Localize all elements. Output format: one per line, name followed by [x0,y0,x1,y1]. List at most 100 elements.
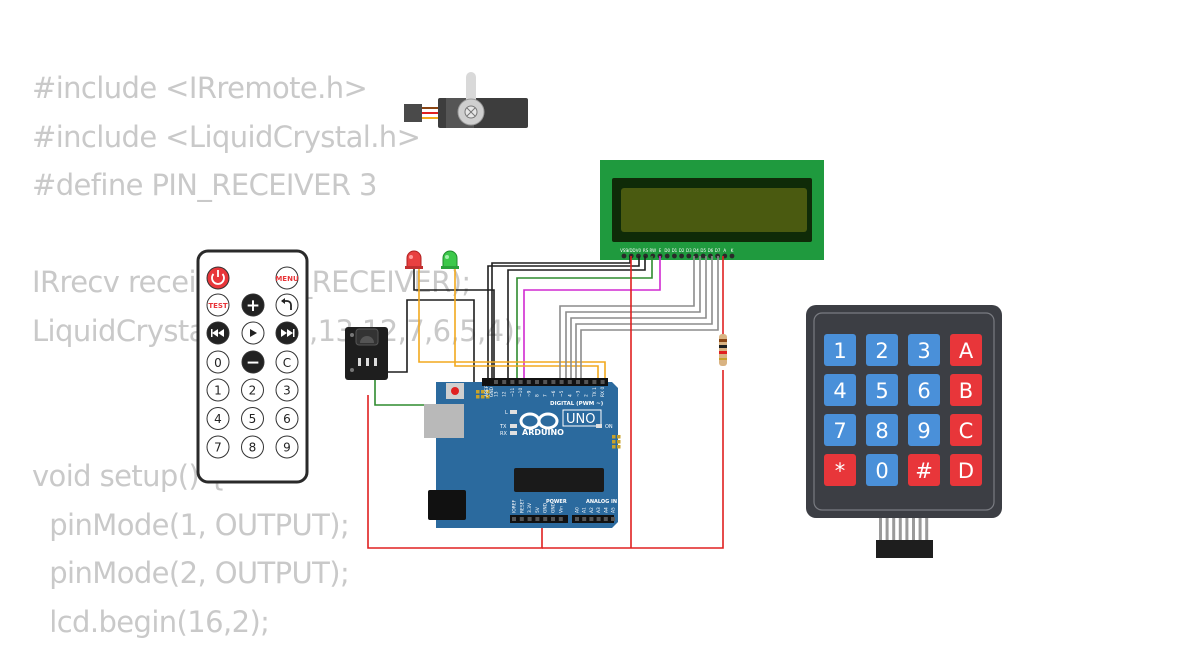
lcd-pin-label: D5 [700,248,706,253]
digit-button-5[interactable]: 5 [242,408,264,430]
red-led[interactable] [405,251,423,269]
lcd-screen [621,188,807,232]
keypad-key-label: 0 [875,459,888,483]
zero-button[interactable]: 0 [207,351,229,373]
digital-pin-label: ~3 [576,390,582,397]
servo-motor[interactable] [404,72,528,128]
svg-text:C: C [283,356,291,370]
ribbon-wire [925,516,928,542]
digital-pin [560,380,564,384]
minus-button[interactable]: − [242,351,264,373]
keypad-key-8[interactable]: 8 [866,414,898,446]
icsp2-pin [476,395,480,399]
digit-label: 7 [214,441,222,455]
l-led-label: L [505,410,508,416]
svg-text:MENU: MENU [275,275,299,283]
keypad-key-3[interactable]: 3 [908,334,940,366]
keypad-key-label: B [959,379,973,403]
lcd-pin-label: D7 [715,248,721,253]
digit-button-7[interactable]: 7 [207,436,229,458]
digital-pin-label: ~10 [518,388,524,397]
keypad-key-B[interactable]: B [950,374,982,406]
power-pin [543,517,547,521]
keypad-key-#[interactable]: # [908,454,940,486]
lcd-pin-label: VDD [627,248,636,253]
lcd-pin-label: K [731,248,734,253]
digit-button-3[interactable]: 3 [276,379,298,401]
analog-pin-label: A1 [582,507,588,513]
lcd-pin-label: V0 [636,248,642,253]
svg-text:−: − [246,353,260,373]
analog-label: ANALOG IN [586,499,617,505]
power-pin [520,517,524,521]
ir-remote[interactable]: MENU TEST + [198,251,307,482]
keypad-key-0[interactable]: 0 [866,454,898,486]
digital-pin [601,380,605,384]
svg-text:TEST: TEST [208,302,228,310]
digit-button-8[interactable]: 8 [242,436,264,458]
digit-button-6[interactable]: 6 [276,408,298,430]
ribbon-wire [892,516,895,542]
green-led[interactable] [441,251,459,269]
digital-pin-label: ~9 [526,390,532,397]
digital-pin-label: 2 [584,394,590,397]
keypad-key-D[interactable]: D [950,454,982,486]
analog-pin [575,517,579,521]
keypad-key-4[interactable]: 4 [824,374,856,406]
digit-label: 2 [249,384,257,398]
keypad-key-5[interactable]: 5 [866,374,898,406]
digital-pin [543,380,547,384]
analog-pin-label: A4 [603,507,609,513]
digital-pin [510,380,514,384]
digit-label: 3 [283,384,291,398]
analog-pin-label: A0 [575,507,581,513]
menu-button[interactable]: MENU [275,267,299,289]
digital-pin [527,380,531,384]
rx-led-label: RX [500,431,507,437]
test-button[interactable]: TEST [207,294,229,316]
digit-button-2[interactable]: 2 [242,379,264,401]
wire-gnd-lcd [488,256,639,384]
digit-button-4[interactable]: 4 [207,408,229,430]
resistor[interactable] [719,334,727,366]
icsp-pin [612,445,616,449]
keypad-key-1[interactable]: 1 [824,334,856,366]
keypad-key-label: 6 [917,379,930,403]
keypad-key-9[interactable]: 9 [908,414,940,446]
keypad-key-6[interactable]: 6 [908,374,940,406]
digit-label: 5 [249,412,257,426]
wire-lcd-rw [524,256,660,384]
power-button[interactable] [207,267,229,289]
keypad-key-A[interactable]: A [950,334,982,366]
keypad-key-label: 2 [875,339,888,363]
keypad-key-7[interactable]: 7 [824,414,856,446]
digit-button-9[interactable]: 9 [276,436,298,458]
back-button[interactable] [276,294,298,316]
arduino-uno-board[interactable]: ARDUINO UNO DIGITAL (PWM ~) ON L TX RX P… [424,378,621,528]
keypad-key-C[interactable]: C [950,414,982,446]
power-pin-label: GND [551,502,557,513]
lcd-pin-label: D0 [664,248,670,253]
lcd-pin [622,254,627,259]
plus-button[interactable]: + [242,294,264,316]
play-button[interactable] [242,322,264,344]
ir-receiver-module[interactable] [345,327,388,380]
power-pin-label: Vin [558,506,564,513]
digit-button-1[interactable]: 1 [207,379,229,401]
lcd-pin-label: D6 [708,248,714,253]
analog-pin-label: A5 [611,507,617,513]
lcd-pin-label: D4 [693,248,699,253]
digital-pin [519,380,523,384]
keypad-key-*[interactable]: * [824,454,856,486]
keypad-key-2[interactable]: 2 [866,334,898,366]
svg-text:0: 0 [214,356,222,370]
digit-label: 1 [214,384,222,398]
rewind-button[interactable] [207,322,229,344]
clear-button[interactable]: C [276,351,298,373]
digital-pins-label: DIGITAL (PWM ~) [550,401,604,407]
fast-forward-button[interactable] [276,322,298,344]
